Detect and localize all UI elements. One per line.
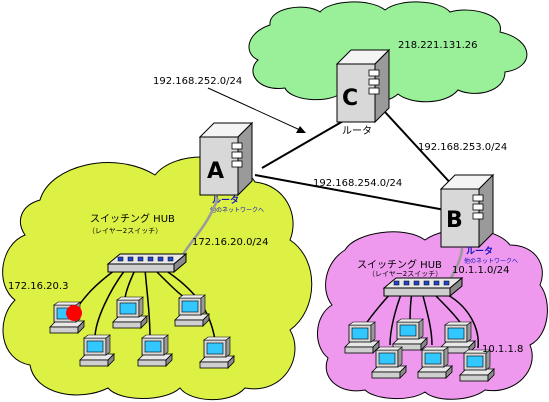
hub-a-sub-label: （レイヤー2スイッチ） (88, 227, 162, 235)
lan-b-ip-label: 10.1.1.0/24 (452, 265, 509, 276)
router-a-label: ルータ (212, 194, 239, 206)
hub-a (107, 253, 187, 273)
internet-ip-label: 218.221.131.26 (398, 40, 478, 51)
lan-a-pc-4 (79, 334, 115, 367)
hub-b-sub-label: （レイヤー2スイッチ） (368, 270, 442, 278)
router-a: A (199, 122, 253, 196)
hub-b-label: スイッチング HUB (357, 258, 442, 271)
router-c-label: ルータ (342, 125, 372, 137)
router-b-label: ルータ (466, 245, 493, 257)
link-a-c-label: 192.168.252.0/24 (153, 76, 242, 87)
link-b-c-label: 192.168.253.0/24 (418, 142, 507, 153)
arrow-a-c-label-head (296, 126, 306, 133)
router-c: C (336, 49, 390, 123)
router-a-sub-label: 他のネットワークへ (210, 206, 264, 214)
link-c-b (384, 111, 456, 189)
link-a-b (254, 174, 446, 211)
router-a-letter: A (207, 159, 224, 184)
router-c-letter: C (342, 86, 358, 111)
lan-a-ip-label: 172.16.20.0/24 (192, 237, 269, 248)
lan-a-pc-3 (174, 294, 210, 327)
highlighted-pc-marker (66, 305, 82, 321)
lan-b-pc-4 (371, 346, 407, 379)
lan-a-pc-2 (112, 296, 148, 329)
lan-a-pc-5 (137, 334, 173, 367)
lan-b-pc-1 (344, 321, 380, 354)
router-b: B (440, 174, 494, 248)
hub-a-label: スイッチング HUB (90, 212, 175, 225)
router-b-sub-label: 他のネットワークへ (464, 257, 518, 265)
arrow-a-c-label (207, 87, 301, 131)
link-a-c (261, 119, 346, 169)
link-a-b-label: 192.168.254.0/24 (313, 178, 402, 189)
lan-a-pc-6 (199, 336, 235, 369)
lan-b-pc-ip-label: 10.1.1.8 (482, 344, 523, 355)
lan-b-pc-2 (392, 318, 428, 351)
hub-b (383, 277, 463, 297)
lan-b-pc-5 (417, 346, 453, 379)
router-b-letter: B (446, 208, 463, 233)
lan-a-pc-ip-label: 172.16.20.3 (8, 281, 68, 292)
